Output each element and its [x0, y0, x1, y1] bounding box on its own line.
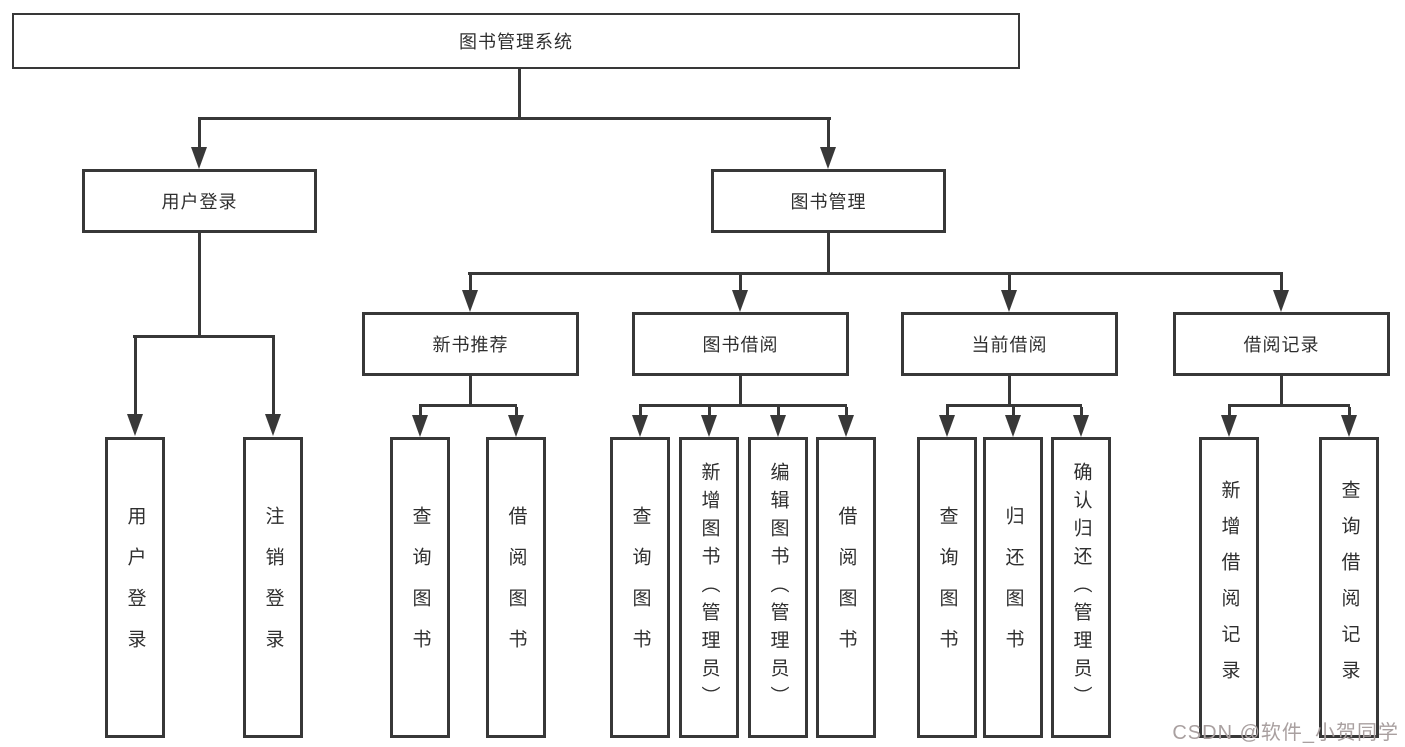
- connector-stem-borrow-book: [845, 407, 848, 417]
- leaf-recommend-query-book-label: 查询图书: [409, 505, 431, 670]
- connector-recommend-bar: [419, 404, 517, 407]
- leaf-user-login: 用户登录: [105, 437, 165, 738]
- connector-records-drop: [1280, 376, 1283, 406]
- node-book-borrow: 图书借阅: [632, 312, 849, 376]
- node-user-login-label: 用户登录: [161, 192, 238, 212]
- leaf-logout-label: 注销登录: [262, 505, 284, 670]
- arrowhead-add-book: [701, 415, 717, 437]
- node-root-label: 图书管理系统: [459, 32, 573, 52]
- connector-borrow-bar: [639, 404, 847, 407]
- node-new-book-recommend: 新书推荐: [362, 312, 579, 376]
- connector-records-bar: [1228, 404, 1350, 407]
- node-user-login: 用户登录: [82, 169, 317, 233]
- connector-stem-new-book-recommend: [469, 275, 472, 292]
- connector-stem-edit-book: [777, 407, 780, 417]
- node-book-borrow-label: 图书借阅: [702, 335, 779, 355]
- leaf-borrow-book-label: 借阅图书: [835, 505, 857, 670]
- arrowhead-recommend-borrow: [508, 415, 524, 437]
- leaf-logout: 注销登录: [243, 437, 303, 738]
- connector-stem-book-management: [827, 120, 830, 150]
- node-current-borrow: 当前借阅: [901, 312, 1118, 376]
- node-new-book-recommend-label: 新书推荐: [432, 335, 509, 355]
- arrowhead-add-record: [1221, 415, 1237, 437]
- connector-book-management-drop: [827, 233, 830, 274]
- node-book-management-label: 图书管理: [790, 192, 867, 212]
- leaf-return-book: 归还图书: [983, 437, 1043, 738]
- connector-stem-borrow-records: [1280, 275, 1283, 292]
- leaf-borrow-query-book: 查询图书: [610, 437, 670, 738]
- leaf-add-book-admin: 新增图书（管理员）: [679, 437, 739, 738]
- arrowhead-leaf-logout: [265, 414, 281, 436]
- leaf-return-book-label: 归还图书: [1002, 505, 1024, 670]
- arrowhead-recommend-query: [412, 415, 428, 437]
- connector-user-login-bar: [133, 335, 275, 338]
- connector-stem-recommend-borrow: [515, 407, 518, 417]
- connector-level3-bar: [468, 272, 1283, 275]
- connector-user-login-drop: [198, 233, 201, 337]
- node-borrow-records: 借阅记录: [1173, 312, 1390, 376]
- leaf-borrow-query-book-label: 查询图书: [629, 505, 651, 670]
- arrowhead-leaf-user-login: [127, 414, 143, 436]
- leaf-query-borrow-record: 查询借阅记录: [1319, 437, 1379, 738]
- connector-stem-return-book: [1012, 407, 1015, 417]
- connector-stem-add-book: [708, 407, 711, 417]
- connector-stem-leaf-user-login: [134, 338, 137, 416]
- connector-level2-bar: [198, 117, 831, 120]
- leaf-confirm-return-admin: 确认归还（管理员）: [1051, 437, 1111, 738]
- connector-stem-current-query: [946, 407, 949, 417]
- leaf-current-query-book-label: 查询图书: [936, 505, 958, 670]
- arrowhead-query-record: [1341, 415, 1357, 437]
- node-root: 图书管理系统: [12, 13, 1020, 69]
- leaf-borrow-book: 借阅图书: [816, 437, 876, 738]
- arrowhead-book-borrow: [732, 290, 748, 312]
- arrowhead-borrow-records: [1273, 290, 1289, 312]
- arrowhead-return-book: [1005, 415, 1021, 437]
- connector-stem-borrow-query: [639, 407, 642, 417]
- leaf-recommend-borrow-book-label: 借阅图书: [505, 505, 527, 670]
- leaf-recommend-borrow-book: 借阅图书: [486, 437, 546, 738]
- connector-current-bar: [946, 404, 1082, 407]
- connector-stem-confirm-return: [1080, 407, 1083, 417]
- leaf-edit-book-admin-label: 编辑图书（管理员）: [767, 461, 789, 714]
- arrowhead-edit-book: [770, 415, 786, 437]
- connector-current-drop: [1008, 376, 1011, 406]
- connector-stem-current-borrow: [1008, 275, 1011, 292]
- connector-stem-book-borrow: [739, 275, 742, 292]
- connector-stem-query-record: [1348, 407, 1351, 417]
- leaf-recommend-query-book: 查询图书: [390, 437, 450, 738]
- leaf-add-borrow-record-label: 新增借阅记录: [1218, 479, 1240, 696]
- arrowhead-borrow-book: [838, 415, 854, 437]
- connector-stem-add-record: [1228, 407, 1231, 417]
- arrowhead-book-management: [820, 147, 836, 169]
- leaf-current-query-book: 查询图书: [917, 437, 977, 738]
- arrowhead-new-book-recommend: [462, 290, 478, 312]
- node-current-borrow-label: 当前借阅: [971, 335, 1048, 355]
- node-book-management: 图书管理: [711, 169, 946, 233]
- connector-stem-leaf-logout: [272, 338, 275, 416]
- connector-root-drop: [518, 69, 521, 120]
- leaf-edit-book-admin: 编辑图书（管理员）: [748, 437, 808, 738]
- connector-stem-user-login: [198, 120, 201, 150]
- arrowhead-confirm-return: [1073, 415, 1089, 437]
- leaf-user-login-label: 用户登录: [124, 505, 146, 670]
- leaf-add-book-admin-label: 新增图书（管理员）: [698, 461, 720, 714]
- arrowhead-current-query: [939, 415, 955, 437]
- node-borrow-records-label: 借阅记录: [1243, 335, 1320, 355]
- connector-stem-recommend-query: [419, 407, 422, 417]
- arrowhead-current-borrow: [1001, 290, 1017, 312]
- arrowhead-borrow-query: [632, 415, 648, 437]
- leaf-add-borrow-record: 新增借阅记录: [1199, 437, 1259, 738]
- leaf-query-borrow-record-label: 查询借阅记录: [1338, 479, 1360, 696]
- csdn-watermark: CSDN @软件_小贺同学: [1172, 722, 1399, 744]
- connector-borrow-drop: [739, 376, 742, 406]
- leaf-confirm-return-admin-label: 确认归还（管理员）: [1070, 461, 1092, 714]
- connector-recommend-drop: [469, 376, 472, 406]
- arrowhead-user-login: [191, 147, 207, 169]
